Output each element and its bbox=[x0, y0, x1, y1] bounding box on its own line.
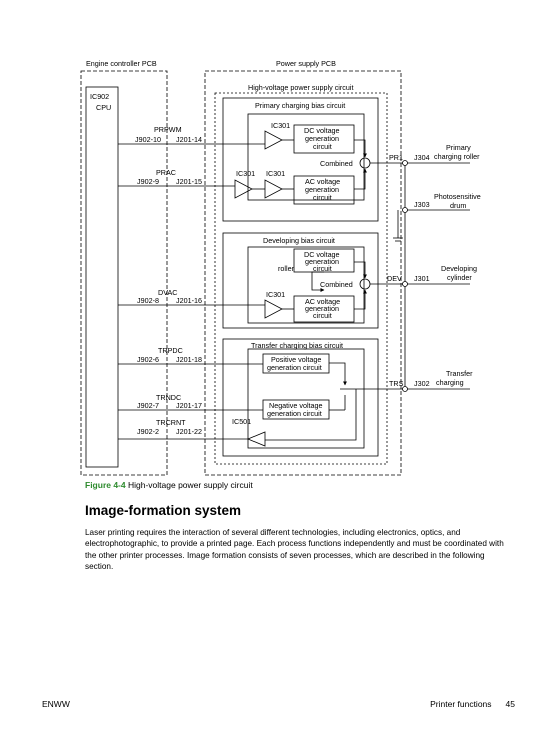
amp-ic301-primary-c bbox=[264, 179, 283, 199]
svg-text:Photosensitive: Photosensitive bbox=[434, 192, 481, 201]
svg-text:J902-9: J902-9 bbox=[137, 177, 159, 186]
svg-text:IC501: IC501 bbox=[232, 417, 251, 426]
svg-text:Primary: Primary bbox=[446, 143, 471, 152]
svg-text:generation: generation bbox=[305, 185, 339, 194]
svg-text:PRPWM: PRPWM bbox=[154, 125, 182, 134]
amp-ic501 bbox=[246, 431, 266, 447]
amp-ic301-developing bbox=[264, 299, 283, 319]
section-heading: Image-formation system bbox=[85, 503, 242, 518]
high-voltage-circuit-diagram: Engine controller PCB Power supply PCB H… bbox=[80, 59, 481, 476]
svg-text:Combined: Combined bbox=[320, 280, 353, 289]
svg-text:J201-18: J201-18 bbox=[176, 355, 202, 364]
svg-text:J302: J302 bbox=[414, 379, 430, 388]
primary-block bbox=[222, 97, 379, 222]
svg-text:generation circuit: generation circuit bbox=[267, 409, 322, 418]
svg-text:Combined: Combined bbox=[320, 159, 353, 168]
amp-ic301-primary-a bbox=[264, 130, 283, 150]
figure-caption: Figure 4-4 High-voltage power supply cir… bbox=[85, 480, 253, 490]
svg-text:Developing: Developing bbox=[441, 264, 477, 273]
svg-text:J902-6: J902-6 bbox=[137, 355, 159, 364]
section-body: Laser printing requires the interaction … bbox=[85, 528, 504, 571]
svg-text:J201-14: J201-14 bbox=[176, 135, 202, 144]
svg-text:IC301: IC301 bbox=[266, 290, 285, 299]
svg-text:DC voltage: DC voltage bbox=[304, 250, 340, 259]
svg-text:IC301: IC301 bbox=[271, 121, 290, 130]
svg-text:IC301: IC301 bbox=[266, 169, 285, 178]
page-number: 45 bbox=[505, 699, 515, 709]
svg-text:PR1: PR1 bbox=[389, 153, 403, 162]
svg-text:PRAC: PRAC bbox=[156, 168, 176, 177]
svg-text:J902-2: J902-2 bbox=[137, 427, 159, 436]
svg-text:Positive voltage: Positive voltage bbox=[271, 355, 321, 364]
svg-text:J902-7: J902-7 bbox=[137, 401, 159, 410]
svg-text:generation: generation bbox=[305, 134, 339, 143]
svg-text:generation circuit: generation circuit bbox=[267, 363, 322, 372]
svg-text:Negative voltage: Negative voltage bbox=[269, 401, 323, 410]
svg-text:charging: charging bbox=[436, 378, 464, 387]
cpu-name-label: CPU bbox=[96, 103, 111, 112]
svg-text:AC voltage: AC voltage bbox=[305, 177, 340, 186]
footer-right: Printer functions 45 bbox=[430, 699, 515, 709]
svg-text:TRPDC: TRPDC bbox=[158, 346, 183, 355]
svg-text:TRS: TRS bbox=[389, 379, 404, 388]
svg-text:J902-10: J902-10 bbox=[135, 135, 161, 144]
svg-text:IC301: IC301 bbox=[236, 169, 255, 178]
positive-gen bbox=[262, 353, 330, 374]
footer-section: Printer functions bbox=[430, 699, 492, 709]
developing-block-title: Developing bias circuit bbox=[263, 236, 335, 245]
developing-block bbox=[222, 232, 379, 329]
svg-text:J201-22: J201-22 bbox=[176, 427, 202, 436]
svg-text:DEV: DEV bbox=[387, 274, 402, 283]
power-supply-board bbox=[204, 70, 402, 476]
svg-text:J303: J303 bbox=[414, 200, 430, 209]
svg-text:TRCRNT: TRCRNT bbox=[156, 418, 186, 427]
figure-title: High-voltage power supply circuit bbox=[128, 480, 253, 490]
svg-text:DVAC: DVAC bbox=[158, 288, 177, 297]
transfer-block bbox=[222, 338, 379, 457]
dc-gen-primary bbox=[293, 124, 355, 154]
cpu-block bbox=[85, 86, 119, 468]
figure-number: Figure 4-4 bbox=[85, 480, 126, 490]
svg-text:circuit: circuit bbox=[313, 311, 332, 320]
svg-text:generation: generation bbox=[305, 257, 339, 266]
svg-text:circuit: circuit bbox=[313, 142, 332, 151]
svg-text:generation: generation bbox=[305, 304, 339, 313]
cpu-id-label: IC902 bbox=[90, 92, 109, 101]
svg-text:DC voltage: DC voltage bbox=[304, 126, 340, 135]
svg-text:charging roller: charging roller bbox=[434, 152, 480, 161]
svg-text:Transfer: Transfer bbox=[446, 369, 473, 378]
negative-gen bbox=[262, 399, 330, 420]
svg-text:circuit: circuit bbox=[313, 193, 332, 202]
svg-text:roller: roller bbox=[278, 264, 295, 273]
primary-block-title: Primary charging bias circuit bbox=[255, 101, 345, 110]
svg-text:J902-8: J902-8 bbox=[137, 296, 159, 305]
ac-gen-primary bbox=[293, 175, 355, 205]
hv-circuit-box bbox=[214, 92, 388, 465]
svg-text:drum: drum bbox=[450, 201, 466, 210]
combiner-developing bbox=[359, 278, 371, 290]
svg-text:J201-17: J201-17 bbox=[176, 401, 202, 410]
combiner-primary bbox=[359, 157, 371, 169]
engine-pcb-label: Engine controller PCB bbox=[86, 59, 157, 68]
svg-text:J304: J304 bbox=[414, 153, 430, 162]
amp-ic301-primary-b bbox=[234, 179, 253, 199]
transfer-block-title: Transfer charging bias circuit bbox=[251, 341, 343, 350]
svg-text:AC voltage: AC voltage bbox=[305, 297, 340, 306]
svg-text:cylinder: cylinder bbox=[447, 273, 472, 282]
power-pcb-label: Power supply PCB bbox=[276, 59, 336, 68]
svg-text:J301: J301 bbox=[414, 274, 430, 283]
svg-text:J201-16: J201-16 bbox=[176, 296, 202, 305]
svg-text:TRNDC: TRNDC bbox=[156, 393, 181, 402]
engine-controller-board bbox=[80, 70, 168, 476]
hv-circuit-label: High-voltage power supply circuit bbox=[248, 83, 353, 92]
footer-left: ENWW bbox=[42, 699, 70, 709]
svg-text:circuit: circuit bbox=[313, 264, 332, 273]
svg-text:J201-15: J201-15 bbox=[176, 177, 202, 186]
